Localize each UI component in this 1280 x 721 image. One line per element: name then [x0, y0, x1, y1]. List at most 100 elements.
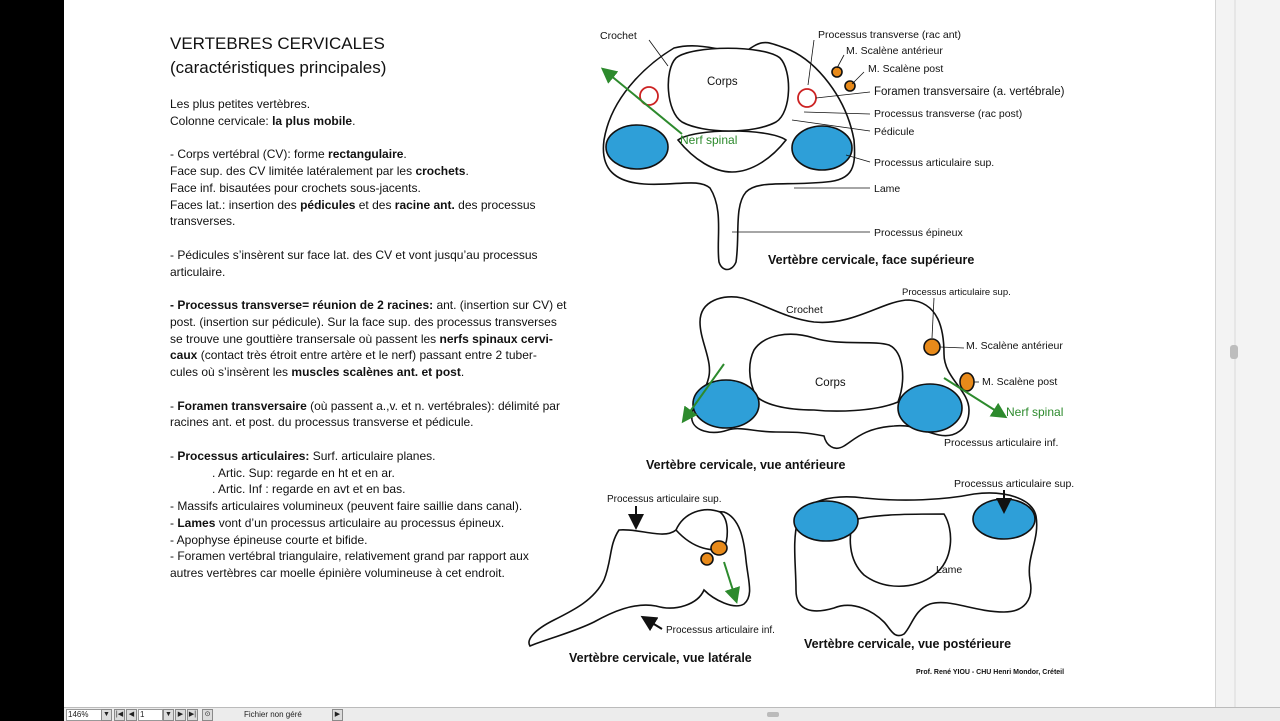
body-text-line: Colonne cervicale: la plus mobile.	[170, 113, 600, 130]
text: cules où s’insèrent les	[170, 365, 292, 379]
bold-text: pédicules	[300, 197, 356, 212]
page-number-field[interactable]: 1	[138, 709, 163, 721]
label-ant-scal-ant: M. Scalène antérieur	[966, 340, 1063, 352]
label-ant-art-inf: Processus articulaire inf.	[944, 437, 1058, 449]
label-ant-corps: Corps	[815, 377, 846, 389]
lateral-articular	[675, 508, 729, 551]
anterior-facet-right	[897, 383, 963, 433]
bold-text: rectangulaire	[328, 147, 404, 162]
text: - Massifs articulaires volumineux (peuve…	[170, 499, 523, 513]
text: ant. (insertion sur CV) et	[433, 298, 567, 312]
body-text-line: - Processus articulaires: Surf. articula…	[170, 448, 600, 465]
bold-text: - Processus transverse= réunion de 2 rac…	[170, 298, 434, 312]
label-sup-art-sup: Processus articulaire sup.	[874, 157, 994, 169]
text: articulaire.	[170, 264, 226, 279]
text: post. (insertion sur pédicule). Sur la f…	[170, 314, 557, 329]
label-ant-nerf: Nerf spinal	[1006, 405, 1063, 419]
label-sup-crochet: Crochet	[600, 30, 637, 42]
foramen-right	[797, 88, 817, 108]
label-sup-scal-ant: M. Scalène antérieur	[846, 45, 943, 57]
bold-text: muscles scalènes ant. et post	[291, 365, 461, 379]
label-sup-foramen: Foramen transversaire (a. vertébrale)	[874, 86, 1065, 98]
body-text-line: transverses.	[170, 213, 600, 230]
text: - Foramen vertébral triangulaire, relati…	[170, 549, 529, 564]
next-page-button[interactable]: ▶	[175, 709, 186, 721]
body-text-line: caux (contact très étroit entre artère e…	[170, 347, 600, 364]
last-page-button[interactable]: ▶|	[187, 709, 198, 721]
bold-text: Foramen transversaire	[177, 398, 307, 413]
text: Face sup. des CV limitée latéralement pa…	[170, 164, 416, 178]
body-text-line: - Foramen vertébral triangulaire, relati…	[170, 548, 600, 565]
label-sup-pt-ant: Processus transverse (rac ant)	[818, 29, 961, 41]
articular-facet-right	[791, 125, 853, 171]
document-title: VERTEBRES CERVICALES	[170, 34, 385, 53]
text: vont d’un processus articulaire au proce…	[215, 515, 505, 530]
bold-text: caux	[170, 348, 198, 363]
lateral-muscle-1	[710, 540, 728, 556]
label-ant-art-sup: Processus articulaire sup.	[902, 287, 1011, 298]
body-text-line: - Pédicules s’insèrent sur face lat. des…	[170, 247, 600, 264]
text: racines ant. et post. du processus trans…	[170, 415, 474, 430]
body-text-line: - Lames vont d’un processus articulaire …	[170, 515, 600, 532]
caption-anterior: Vertèbre cervicale, vue antérieure	[646, 458, 845, 472]
page-dropdown-button[interactable]: ▼	[163, 709, 174, 721]
figure-posterior-view	[793, 490, 1038, 637]
body-text-line: Face sup. des CV limitée latéralement pa…	[170, 163, 600, 180]
document-page: VERTEBRES CERVICALES (caractéristiques p…	[64, 0, 1215, 707]
figure-superior-view	[600, 39, 871, 271]
bold-text: Processus articulaires:	[177, 448, 310, 463]
caption-superior: Vertèbre cervicale, face supérieure	[768, 253, 974, 267]
label-sup-epineux: Processus épineux	[874, 227, 963, 239]
text: - Apophyse épineuse courte et bifide.	[170, 532, 368, 547]
status-menu-button[interactable]: ▶	[332, 709, 343, 721]
lateral-arrow-inf	[640, 615, 663, 632]
text: -	[170, 515, 178, 530]
text: .	[465, 164, 469, 178]
anterior-nerve-left	[681, 363, 725, 424]
vertebra-illustrations: Crochet Corps Nerf spinal Processus tran…	[528, 29, 1074, 665]
body-text-line: se trouve une gouttière transersale où p…	[170, 331, 600, 348]
label-sup-scal-post: M. Scalène post	[868, 63, 943, 75]
body-text-line: - Foramen transversaire (où passent a.,v…	[170, 398, 600, 415]
credit-line: Prof. René YIOU - CHU Henri Mondor, Crét…	[916, 669, 1065, 676]
text: -	[170, 398, 178, 413]
horizontal-scroll-thumb[interactable]	[767, 712, 779, 717]
zoom-dropdown-button[interactable]: ▼	[101, 709, 112, 721]
status-icon[interactable]: ⊙	[202, 709, 213, 721]
spinal-nerve-superior	[600, 67, 683, 135]
body-text-line: - Apophyse épineuse courte et bifide.	[170, 532, 600, 549]
text: .	[403, 147, 407, 162]
prev-page-button[interactable]: ◀	[126, 709, 137, 721]
document-subtitle: (caractéristiques principales)	[170, 58, 387, 77]
scroll-thumb[interactable]	[1230, 345, 1238, 359]
label-sup-corps: Corps	[707, 76, 738, 88]
zoom-field[interactable]: 146%	[66, 709, 103, 721]
label-sup-nerf: Nerf spinal	[680, 133, 737, 147]
caption-lateral: Vertèbre cervicale, vue latérale	[569, 651, 752, 665]
text: Face inf. bisautées pour crochets sous-j…	[170, 180, 421, 195]
anterior-facet-left	[692, 379, 760, 429]
text: -	[170, 448, 178, 463]
label-ant-crochet: Crochet	[786, 304, 823, 316]
label-ant-scal-post: M. Scalène post	[982, 376, 1057, 388]
vertebral-body	[667, 47, 790, 132]
body-text-line: - Corps vertébral (CV): forme rectangula…	[170, 146, 600, 163]
lateral-muscle-2	[700, 552, 714, 566]
bold-text: racine ant.	[394, 197, 455, 212]
text: des processus	[454, 197, 536, 212]
text: Surf. articulaire planes.	[309, 448, 436, 463]
text: et des	[355, 197, 395, 212]
text: Les plus petites vertèbres.	[170, 97, 311, 111]
body-text-line: Face inf. bisautées pour crochets sous-j…	[170, 180, 600, 197]
text: - Corps vertébral (CV): forme	[170, 147, 329, 162]
first-page-button[interactable]: |◀	[114, 709, 125, 721]
vertical-scrollbar[interactable]	[1215, 0, 1280, 707]
label-lat-art-sup: Processus articulaire sup.	[607, 494, 722, 505]
foramen-left	[639, 86, 659, 106]
text: Faces lat.: insertion des	[170, 197, 301, 212]
label-post-art-sup: Processus articulaire sup.	[954, 478, 1074, 490]
bold-text: crochets	[415, 164, 466, 178]
body-text-line: . Artic. Sup: regarde en ht et en ar.	[170, 465, 600, 482]
anterior-nerve-right	[943, 377, 1008, 419]
body-text-line: . Artic. Inf : regarde en avt et en bas.	[170, 481, 600, 498]
